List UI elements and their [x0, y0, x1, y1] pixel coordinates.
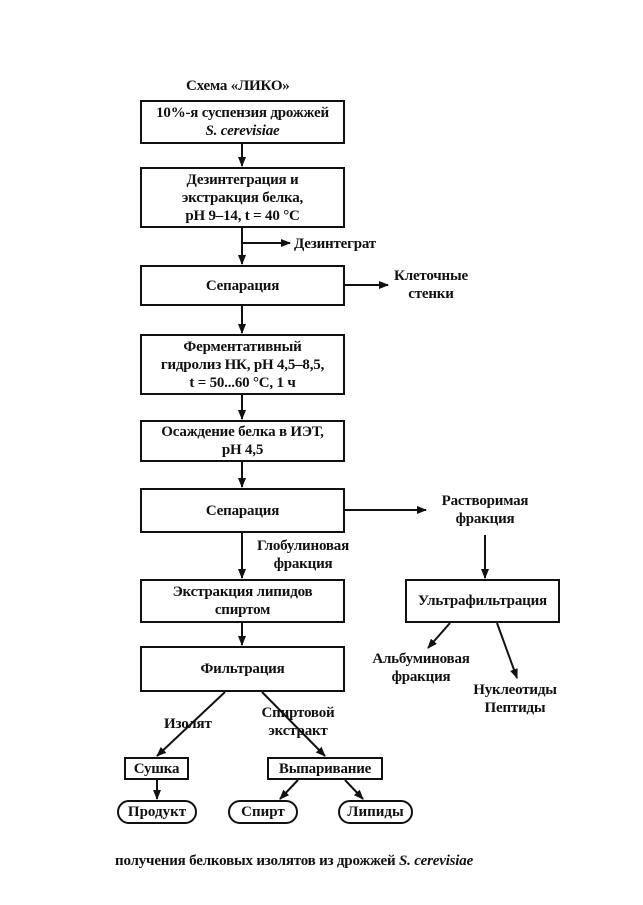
box-ultrafiltration: Ультрафильтрация: [405, 579, 560, 623]
pill-lipids-label: Липиды: [347, 804, 404, 820]
label-alcohol-extract: Спиртовой экстракт: [248, 704, 348, 740]
box-separation-2: Сепарация: [140, 488, 345, 533]
box-lipid-extraction-line1: Экстракция липидов: [172, 584, 313, 600]
figure-caption-species: S. cerevisiae: [398, 853, 474, 869]
box-enzymatic-hydrolysis: Ферментативный гидролиз НК, pH 4,5–8,5, …: [140, 334, 345, 395]
label-disintegrate: Дезинтеграт: [294, 236, 376, 252]
box-disintegration-line2: экстракция белка,: [181, 189, 304, 206]
box-enzymatic-hydrolysis-line2: гидролиз НК, pH 4,5–8,5,: [160, 356, 325, 373]
figure-caption: получения белковых изолятов из дрожжей S…: [115, 852, 473, 870]
label-soluble-fraction-line2: фракция: [455, 511, 515, 527]
box-enzymatic-hydrolysis-line3: t = 50...60 °C, 1 ч: [189, 374, 296, 391]
label-nucleotides-peptides: Нуклеотиды Пептиды: [460, 681, 570, 717]
box-filtration-label: Фильтрация: [200, 661, 285, 677]
box-drying-label: Сушка: [133, 760, 180, 777]
box-lipid-extraction: Экстракция липидов спиртом: [140, 579, 345, 623]
box-disintegration-line1: Дезинтеграция и: [186, 171, 299, 188]
box-separation-2-label: Сепарация: [205, 502, 280, 519]
label-soluble-fraction: Растворимая фракция: [430, 492, 540, 528]
box-protein-precipitation-line2: pH 4,5: [221, 442, 264, 458]
label-peptides-line: Пептиды: [484, 700, 546, 716]
pill-product-label: Продукт: [127, 804, 187, 820]
label-soluble-fraction-line1: Растворимая: [441, 493, 529, 509]
label-alcohol-extract-line1: Спиртовой: [261, 705, 335, 721]
arrow-filtration-to-evaporation: [261, 691, 326, 757]
label-nucleotides-line: Нуклеотиды: [473, 682, 557, 698]
arrow-to-albumin-fraction: [427, 622, 451, 649]
box-disintegration-line3: pH 9–14, t = 40 °C: [185, 207, 300, 224]
box-drying: Сушка: [124, 757, 189, 780]
label-cell-walls-line2: стенки: [408, 286, 454, 302]
box-disintegration: Дезинтеграция и экстракция белка, pH 9–1…: [140, 167, 345, 228]
pill-alcohol-label: Спирт: [241, 804, 285, 820]
arrow-evaporation-to-lipids: [344, 779, 364, 800]
label-globulin-fraction-line1: Глобулиновая: [257, 538, 349, 554]
box-enzymatic-hydrolysis-line1: Ферментативный: [183, 338, 302, 355]
pill-product: Продукт: [117, 800, 197, 824]
pill-lipids: Липиды: [338, 800, 413, 824]
box-ultrafiltration-label: Ультрафильтрация: [418, 593, 547, 609]
box-evaporation-label: Выпаривание: [278, 760, 372, 777]
label-cell-walls-line1: Клеточные: [394, 268, 468, 284]
box-protein-precipitation-line1: Осаждение белка в ИЭТ,: [161, 424, 324, 440]
label-albumin-fraction-line2: фракция: [391, 669, 451, 685]
label-albumin-fraction-line1: Альбуминовая: [372, 651, 470, 667]
arrow-to-nucleotides: [496, 622, 518, 679]
arrow-evaporation-to-alcohol: [279, 779, 299, 800]
box-evaporation: Выпаривание: [267, 757, 383, 780]
label-isolate: Изолят: [164, 716, 212, 732]
label-alcohol-extract-line2: экстракт: [268, 723, 328, 739]
label-globulin-fraction: Глобулиновая фракция: [248, 537, 358, 573]
scheme-title: Схема «ЛИКО»: [186, 78, 290, 94]
label-globulin-fraction-line2: фракция: [273, 556, 333, 572]
box-yeast-suspension-line2: S. cerevisiae: [205, 123, 280, 139]
box-separation-1: Сепарация: [140, 265, 345, 306]
pill-alcohol: Спирт: [228, 800, 298, 824]
box-yeast-suspension: 10%-я суспензия дрожжей S. cerevisiae: [140, 100, 345, 144]
box-lipid-extraction-line2: спиртом: [214, 602, 271, 618]
label-cell-walls: Клеточные стенки: [386, 267, 476, 303]
box-protein-precipitation: Осаждение белка в ИЭТ, pH 4,5: [140, 420, 345, 462]
arrow-filtration-to-drying: [156, 691, 226, 757]
figure-caption-text: получения белковых изолятов из дрожжей: [115, 853, 399, 869]
box-filtration: Фильтрация: [140, 646, 345, 692]
box-yeast-suspension-line1: 10%-я суспензия дрожжей: [156, 105, 329, 121]
box-separation-1-label: Сепарация: [205, 277, 280, 294]
label-albumin-fraction: Альбуминовая фракция: [362, 650, 480, 686]
